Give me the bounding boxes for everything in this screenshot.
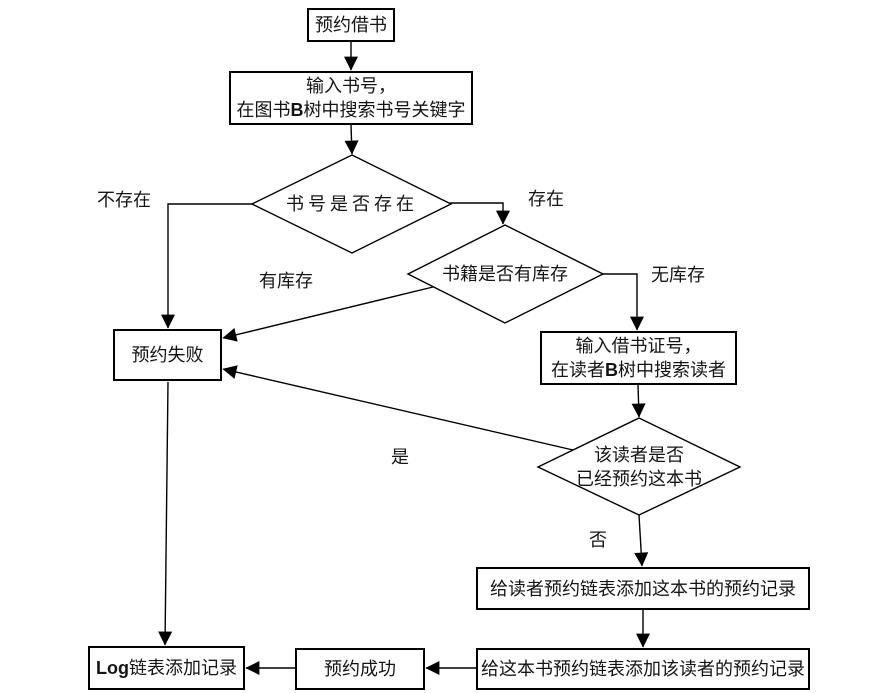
edge-fail-to-log xyxy=(158,381,173,646)
edge-reserved-no-to-reader-list xyxy=(634,514,649,567)
start-node-label: 预约借书 xyxy=(315,15,387,35)
edge-has-stock-to-fail xyxy=(222,286,434,342)
decision-already-reserved-shape xyxy=(536,417,742,516)
process-add-reader-record: 给读者预约链表添加这本书的预约记录 xyxy=(476,567,810,610)
node-text-line: 在读者B树中搜索读者 xyxy=(551,358,726,382)
decision-book-exists-label: 书号是否存在 xyxy=(286,194,418,214)
decision-book-in-stock-label: 书籍是否有库存 xyxy=(442,264,568,284)
success-node-label: 预约成功 xyxy=(324,659,396,679)
edge-input-card-to-reserved xyxy=(631,384,646,418)
edge-label-not-exist: 不存在 xyxy=(97,190,151,210)
text-segment: 树中搜索读者 xyxy=(618,360,726,380)
edge-label-has-stock: 有库存 xyxy=(259,271,313,291)
btree-letter: B xyxy=(605,360,618,380)
btree-letter: B xyxy=(290,100,304,120)
process-log-record: Log链表添加记录 xyxy=(88,646,245,690)
process-input-card-number: 输入借书证号， 在读者B树中搜索读者 xyxy=(540,331,737,385)
decision-already-reserved-label: 该读者是否 已经预约这本书 xyxy=(576,443,702,491)
text-segment: 树中搜索书号关键字 xyxy=(303,100,466,120)
node-text-line: 已经预约这本书 xyxy=(576,469,702,489)
edge-label-exist: 存在 xyxy=(528,189,564,209)
edge-no-stock-to-input-card xyxy=(603,273,644,331)
edge-exists-to-stock xyxy=(450,202,510,225)
node-text-line: 给这本书预约链表添加该读者的预约记录 xyxy=(481,659,805,679)
node-text-line: 在图书B树中搜索书号关键字 xyxy=(237,98,466,122)
text-segment: 在读者 xyxy=(551,360,605,380)
node-text-line: 给读者预约链表添加这本书的预约记录 xyxy=(490,578,796,599)
edge-label-no: 否 xyxy=(589,530,607,550)
process-add-book-record: 给这本书预约链表添加该读者的预约记录 xyxy=(476,648,810,690)
decision-book-exists-shape xyxy=(250,154,453,254)
text-segment: 在图书 xyxy=(236,100,291,120)
decision-book-in-stock-shape xyxy=(406,224,605,324)
edge-not-exists-to-fail xyxy=(161,203,252,329)
process-input-book-number: 输入书号， 在图书B树中搜索书号关键字 xyxy=(229,71,473,125)
process-reservation-success: 预约成功 xyxy=(295,648,425,690)
node-text-line: 输入借书证号， xyxy=(575,336,702,356)
edge-search-to-book-exists xyxy=(344,124,359,155)
node-text-line: 该读者是否 xyxy=(594,445,684,465)
edge-reserved-yes-to-fail xyxy=(222,365,574,451)
edge-label-no-stock: 无库存 xyxy=(651,265,705,285)
node-text-line: Log链表添加记录 xyxy=(96,656,237,680)
text-segment: 链表添加记录 xyxy=(129,658,237,678)
edge-label-yes: 是 xyxy=(391,447,409,467)
start-node: 预约借书 xyxy=(307,8,395,42)
log-word: Log xyxy=(96,658,129,678)
fail-node-label: 预约失败 xyxy=(131,345,204,365)
node-text-line: 输入书号， xyxy=(306,76,396,96)
process-reservation-fail: 预约失败 xyxy=(113,329,222,381)
